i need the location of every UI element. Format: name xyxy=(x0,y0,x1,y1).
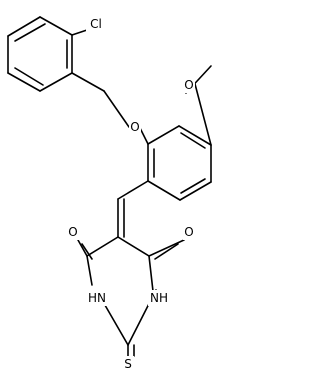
atom-label-s: S xyxy=(124,357,132,371)
bond-line-22 xyxy=(194,83,212,146)
bond-line-17 xyxy=(147,180,181,201)
atom-label-ether-o: O xyxy=(130,120,139,134)
bond-line-24 xyxy=(117,180,149,200)
molecule-structure: Cl O O O O HN NH S xyxy=(7,16,212,372)
bond-line-33 xyxy=(77,239,88,257)
atom-label-carbonyl-o-left: O xyxy=(68,225,77,239)
bond-line-34 xyxy=(81,243,93,260)
bond-line-12 xyxy=(139,127,149,145)
bond-layer xyxy=(7,16,212,357)
atom-label-methoxy-o: O xyxy=(184,78,193,92)
bond-line-1 xyxy=(7,16,41,37)
bond-line-11 xyxy=(103,90,130,128)
bond-line-13 xyxy=(147,125,180,145)
bond-line-36 xyxy=(154,243,179,260)
bond-line-6 xyxy=(14,23,46,42)
bond-line-19 xyxy=(180,132,206,149)
bond-line-3 xyxy=(7,72,41,92)
atom-label-nh: NH xyxy=(150,291,168,305)
bond-line-4 xyxy=(39,72,73,92)
bond-line-20 xyxy=(180,178,206,194)
bond-line-16 xyxy=(179,181,212,201)
atom-label-layer: Cl O O O O HN NH S xyxy=(67,16,195,372)
bond-line-28 xyxy=(86,255,93,286)
atom-label-cl: Cl xyxy=(90,17,102,31)
bond-line-35 xyxy=(148,239,185,257)
atom-label-hn: HN xyxy=(88,291,106,305)
bond-line-10 xyxy=(71,72,105,92)
bond-line-7 xyxy=(14,67,44,86)
bond-line-27 xyxy=(86,236,119,257)
atom-label-carbonyl-o-right: O xyxy=(184,225,193,239)
bond-line-0 xyxy=(39,16,73,36)
bond-line-32 xyxy=(117,236,150,257)
bond-line-14 xyxy=(178,125,212,146)
